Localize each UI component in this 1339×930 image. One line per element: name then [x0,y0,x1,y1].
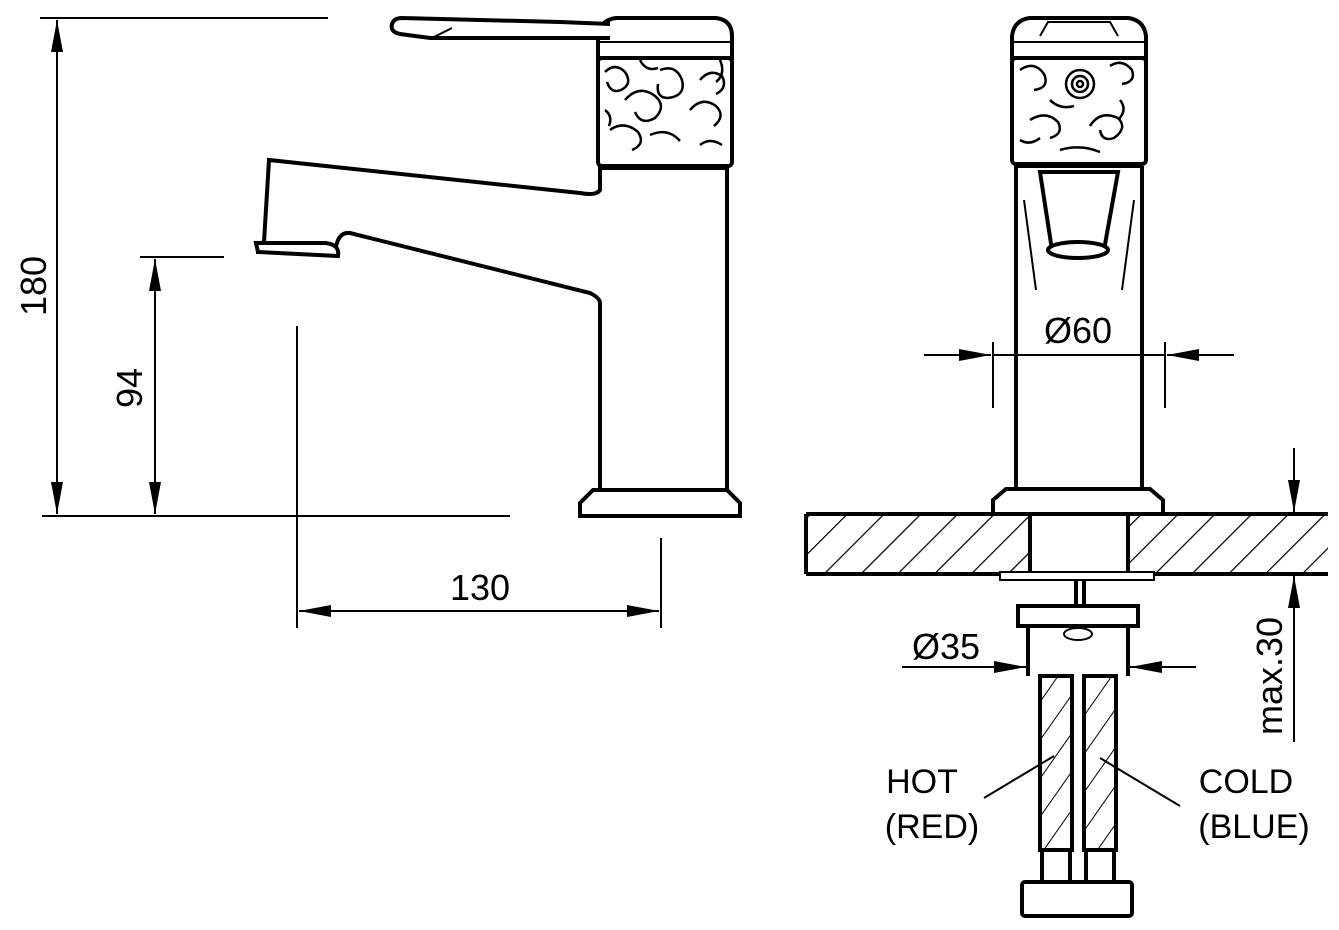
front-handle-cap [1010,16,1148,60]
height-180-dimension: 180 [13,20,63,514]
front-base-flange [991,487,1165,516]
ornament-pattern-front [1019,61,1135,154]
total-height-label: 180 [13,256,54,316]
body-diameter-label: Ø60 [1044,310,1112,351]
cold-label-line2: (BLUE) [1198,808,1309,846]
diameter-60-dimension: Ø60 [924,310,1234,408]
cold-label-line1: COLD [1199,763,1293,801]
spout-height-label: 94 [109,368,150,408]
front-column [1014,164,1144,489]
diameter-35-dimension: Ø35 [902,626,1196,673]
front-view: Ø60 Ø35 max.30 HOT (RED) COLD [804,16,1328,918]
hot-label-group: HOT (RED) [885,755,1055,846]
spout-reach-label: 130 [450,567,510,608]
hole-diameter-label: Ø35 [912,626,980,667]
reach-130-dimension: 130 [299,567,659,617]
max-30-dimension: max.30 [1249,448,1300,742]
max-thickness-label: max.30 [1249,617,1290,735]
side-view: 180 94 130 [13,15,742,628]
hot-label-line2: (RED) [885,808,979,846]
cold-label-group: COLD (BLUE) [1099,757,1310,846]
height-94-dimension: 94 [109,259,161,514]
hot-label-line1: HOT [886,763,958,801]
mounting-hardware [999,512,1155,676]
faucet-side-body [253,15,742,518]
flexible-hoses [1020,674,1134,918]
ornament-pattern-side [604,59,726,152]
